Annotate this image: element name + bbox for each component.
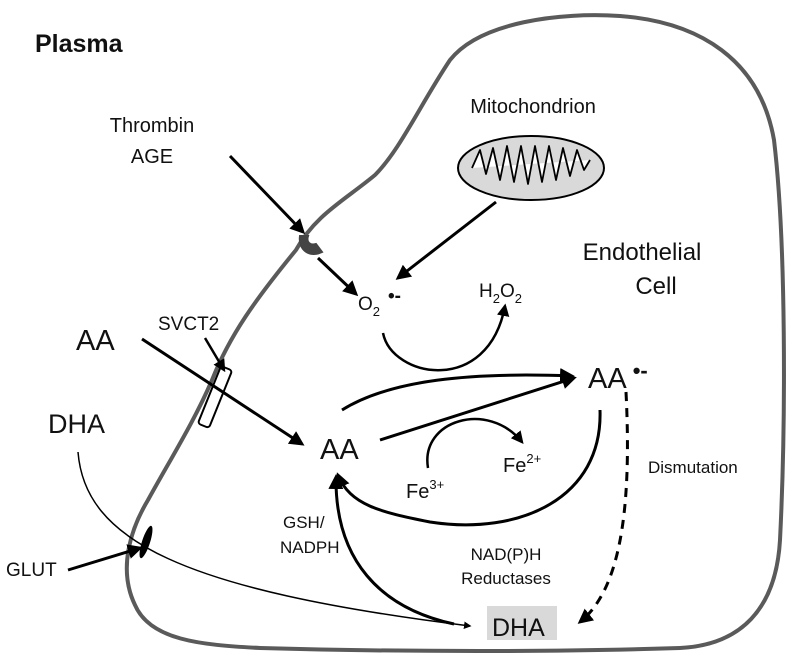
aa-plasma-label: AA bbox=[76, 325, 115, 357]
arrow-svct2-label bbox=[203, 337, 226, 373]
reductases-label-1: NAD(P)H bbox=[471, 545, 542, 564]
aa-cell-label: AA bbox=[320, 434, 359, 466]
glut-transporter-icon bbox=[139, 525, 153, 559]
gsh-label-1: GSH/ bbox=[283, 513, 325, 532]
arrow-dha-to-aa-gsh bbox=[328, 474, 455, 626]
cell-label-2: Cell bbox=[635, 273, 676, 300]
arrow-aa-transport bbox=[141, 337, 305, 446]
arrow-dismutation bbox=[577, 391, 629, 624]
stimulus-label-1: Thrombin bbox=[110, 115, 194, 137]
arrow-mito-to-superoxide bbox=[395, 200, 497, 280]
reductases-label-2: Reductases bbox=[461, 569, 551, 588]
peroxide-label: H2O2 bbox=[479, 281, 522, 306]
dha-plasma-label: DHA bbox=[48, 409, 105, 439]
arrow-superoxide-to-h2o2 bbox=[381, 303, 510, 372]
mitochondrion-label: Mitochondrion bbox=[470, 96, 596, 118]
dha-cell-label: DHA bbox=[492, 614, 545, 642]
arrow-thrombin-to-receptor bbox=[228, 154, 306, 235]
arrow-aa-to-radical-upper bbox=[341, 368, 575, 412]
arrow-glut-label bbox=[67, 544, 143, 572]
superoxide-label: O2•- bbox=[358, 286, 401, 319]
cell-membrane bbox=[124, 13, 786, 653]
cell-label-1: Endothelial bbox=[583, 239, 702, 266]
arrow-radical-to-aa-reductases bbox=[335, 409, 602, 527]
stimulus-label-2: AGE bbox=[131, 146, 173, 168]
glut-label: GLUT bbox=[6, 560, 57, 581]
arrow-dha-glut-transport bbox=[77, 451, 472, 629]
fe3-label: Fe3+ bbox=[406, 477, 444, 503]
svct2-transporter-icon bbox=[197, 365, 233, 429]
receptor-icon bbox=[298, 235, 324, 255]
arrow-fe3-to-fe2 bbox=[426, 417, 524, 469]
plasma-title: Plasma bbox=[35, 30, 124, 58]
gsh-label-2: NADPH bbox=[280, 538, 340, 557]
arrow-aa-to-radical-lower bbox=[379, 374, 577, 442]
dismutation-label: Dismutation bbox=[648, 458, 738, 477]
mitochondrion-icon bbox=[457, 135, 605, 201]
svct2-label: SVCT2 bbox=[158, 314, 219, 335]
arrow-receptor-to-superoxide bbox=[316, 256, 359, 297]
fe2-label: Fe2+ bbox=[503, 451, 541, 477]
dha-cell-highlight bbox=[487, 606, 557, 640]
ascorbate-radical-label: AA•- bbox=[588, 358, 648, 395]
